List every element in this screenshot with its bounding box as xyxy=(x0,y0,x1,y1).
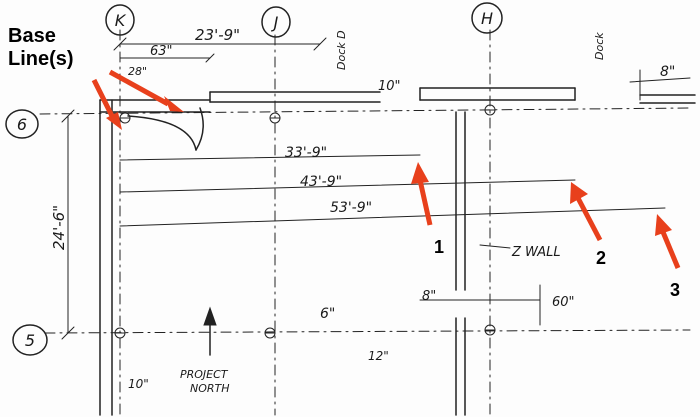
dim-text-23-9: 23'-9" xyxy=(195,26,240,44)
column-markers xyxy=(114,104,496,339)
note-dock: Dock xyxy=(593,32,606,60)
arrow-callout-1 xyxy=(411,162,433,226)
note-project: PROJECT xyxy=(180,368,229,381)
wall-left xyxy=(99,99,113,416)
arrow-title-2 xyxy=(108,69,184,112)
dim-text-12: 12" xyxy=(368,349,389,363)
grid-label-5: 5 xyxy=(25,331,35,350)
north-arrow-icon xyxy=(203,306,217,326)
dim-text-33-9: 33'-9" xyxy=(285,145,327,161)
base-line-1 xyxy=(119,154,421,161)
grid-label-k: K xyxy=(115,11,127,30)
callout-3: 3 xyxy=(670,280,680,300)
grid-bubble-6: 6 xyxy=(5,109,39,139)
title-lines: Line(s) xyxy=(8,48,74,70)
grid-label-6: 6 xyxy=(17,115,27,134)
note-dock-d: Dock D xyxy=(335,30,348,70)
grid-bubble-5: 5 xyxy=(12,324,48,356)
dim-text-8-top: 8" xyxy=(660,64,675,80)
dim-text-60: 60" xyxy=(552,295,575,310)
dim-line-23-9 xyxy=(113,37,327,51)
dim-text-24-6: 24'-6" xyxy=(50,205,68,250)
dim-text-28: 28" xyxy=(128,65,147,78)
dim-text-8-bottom: 8" xyxy=(422,289,436,304)
grid-line-5 xyxy=(44,329,691,334)
grid-line-6 xyxy=(39,107,691,115)
title-base: Base xyxy=(8,25,56,47)
note-z-wall: Z WALL xyxy=(511,245,561,260)
arrow-callout-3 xyxy=(655,214,681,269)
note-north: NORTH xyxy=(190,382,230,395)
door-swing xyxy=(127,107,204,151)
wall-top xyxy=(99,87,696,113)
arrow-callout-2 xyxy=(570,182,603,242)
grid-label-j: J xyxy=(271,13,279,32)
base-line-3 xyxy=(119,207,666,227)
dim-text-63: 63" xyxy=(150,44,173,59)
callout-1: 1 xyxy=(434,237,444,257)
dim-text-10-bottom: 10" xyxy=(128,377,149,391)
north-arrow xyxy=(203,306,217,356)
grid-bubble-j: J xyxy=(261,6,291,38)
dim-line-24-6 xyxy=(61,109,75,340)
dim-text-6: 6" xyxy=(320,306,335,322)
dim-text-43-9: 43'-9" xyxy=(300,174,342,190)
callout-2: 2 xyxy=(596,248,606,268)
grid-label-h: H xyxy=(481,9,493,28)
dim-text-53-9: 53'-9" xyxy=(330,200,372,216)
grid-bubble-k: K xyxy=(105,4,135,36)
dim-line-8 xyxy=(629,69,691,101)
arrow-title-1 xyxy=(91,78,122,130)
grid-bubble-h: H xyxy=(471,2,503,34)
dim-line-63 xyxy=(119,53,215,63)
base-line-2 xyxy=(119,179,576,193)
wall-z xyxy=(455,111,466,416)
dim-text-10: 10" xyxy=(378,79,401,94)
dim-line-z-wall xyxy=(419,244,541,326)
